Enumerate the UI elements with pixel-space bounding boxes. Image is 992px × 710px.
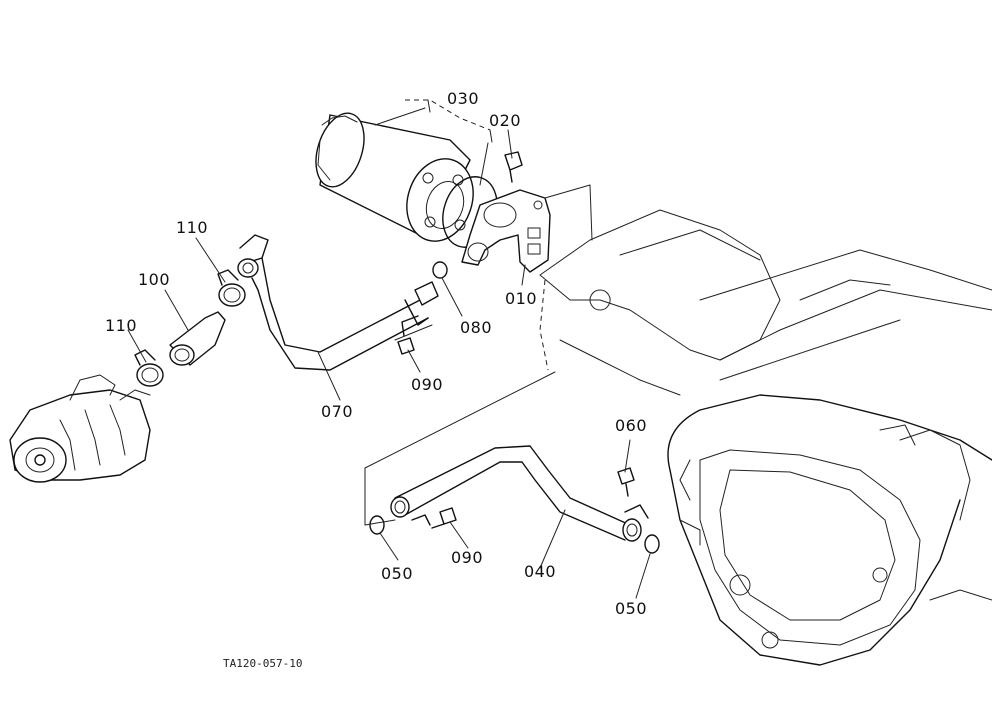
bolt-090-lower	[431, 507, 457, 529]
assembly-bracket-lines	[364, 99, 593, 526]
label-part-080: 080	[460, 318, 493, 337]
label-part-050-right: 050	[615, 599, 648, 618]
label-part-100: 100	[138, 270, 171, 289]
drawing-reference-code: TA120-057-10	[223, 657, 303, 670]
bolt-020	[504, 151, 523, 183]
label-part-110-lower: 110	[105, 316, 138, 335]
label-part-090-upper: 090	[411, 375, 444, 394]
label-part-030: 030	[447, 89, 480, 108]
hydraulic-pump	[9, 374, 151, 483]
delivery-pipe	[390, 445, 649, 542]
oil-filter-cartridge	[315, 112, 498, 248]
label-part-010: 010	[505, 289, 538, 308]
label-part-050-left: 050	[381, 564, 414, 583]
label-part-020: 020	[489, 111, 522, 130]
lower-clamp	[134, 349, 164, 387]
label-part-110-upper: 110	[176, 218, 209, 237]
bolt-060	[617, 467, 635, 497]
upper-clamp	[217, 269, 246, 307]
o-ring-050-left	[369, 515, 385, 535]
label-part-070: 070	[321, 402, 354, 421]
o-ring-080	[432, 261, 448, 279]
filter-head-bracket	[461, 189, 551, 273]
o-ring-050-right	[644, 534, 660, 554]
label-part-040: 040	[524, 562, 557, 581]
label-part-090-lower: 090	[451, 548, 484, 567]
suction-pipe	[237, 234, 439, 371]
suction-hose	[169, 311, 226, 366]
label-part-060: 060	[615, 416, 648, 435]
transmission-housing	[539, 209, 992, 666]
bolt-090-upper	[397, 315, 419, 355]
leader-lines	[127, 107, 651, 599]
